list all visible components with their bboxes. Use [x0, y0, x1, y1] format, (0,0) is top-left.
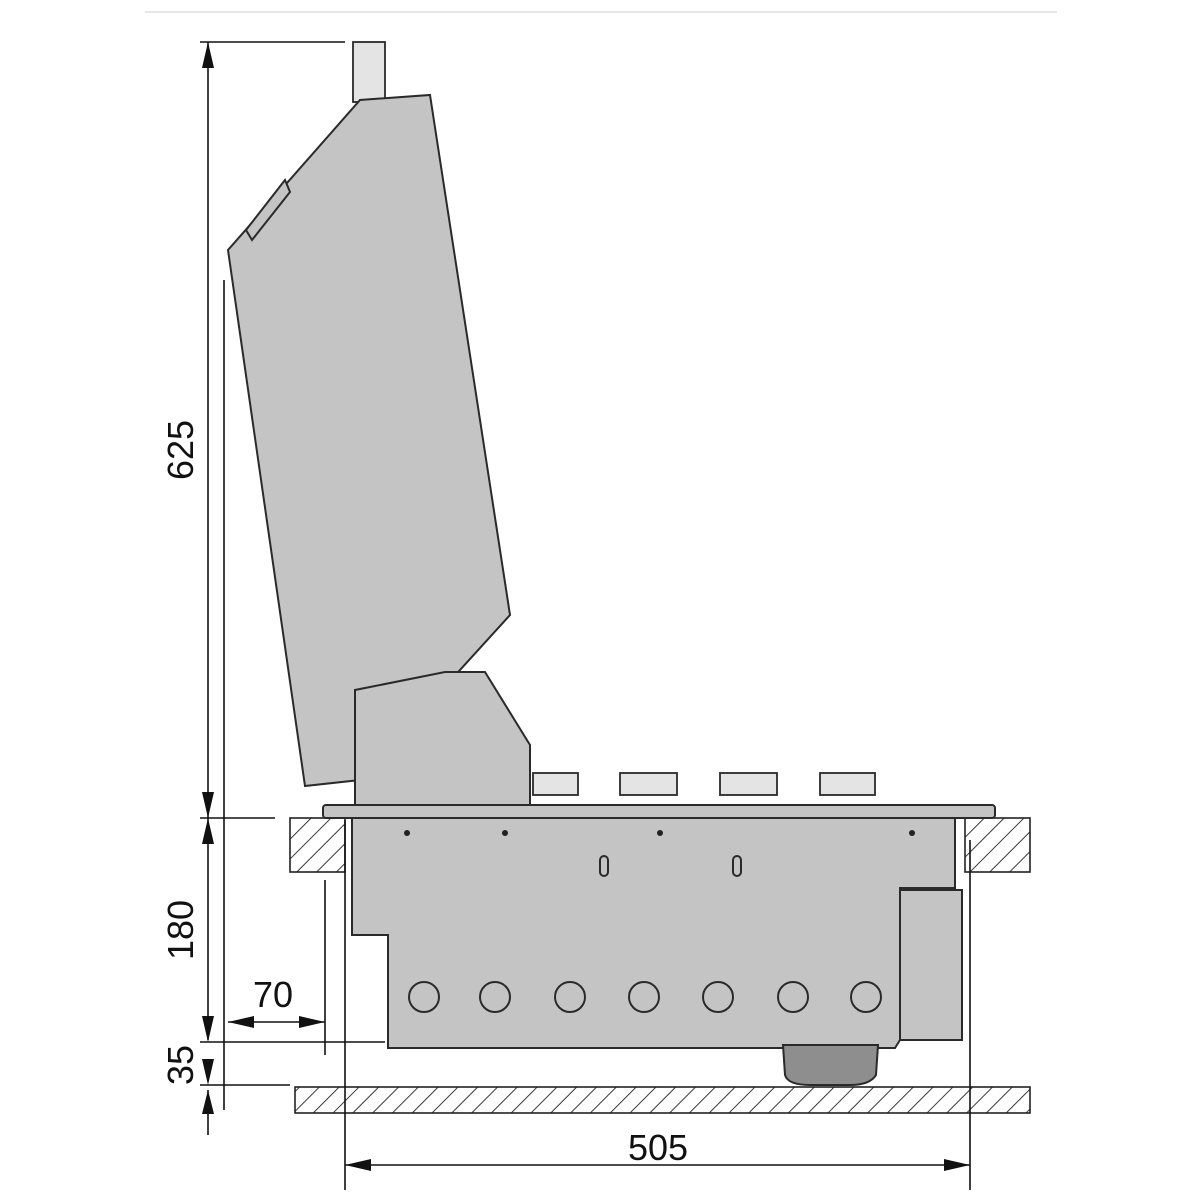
floor-section — [294, 1086, 1031, 1114]
drain-foot — [781, 1044, 880, 1086]
counter-section-left — [289, 817, 346, 873]
lid — [226, 93, 512, 788]
knob — [819, 772, 876, 796]
side-module — [899, 889, 963, 1041]
hinge-bracket — [354, 671, 531, 806]
top-plate — [322, 804, 996, 819]
lid-latch — [244, 178, 292, 242]
lid-handle — [352, 41, 386, 103]
knobs — [532, 772, 876, 796]
dim-505: 505 — [628, 1127, 688, 1168]
burner-box — [351, 817, 956, 1049]
dim-180: 180 — [160, 900, 201, 960]
dimension-lines — [200, 41, 971, 1190]
vent-holes — [408, 981, 882, 1013]
knob — [719, 772, 778, 796]
dim-35: 35 — [160, 1045, 201, 1085]
knob — [532, 772, 579, 796]
dim-70: 70 — [253, 974, 293, 1015]
dim-625: 625 — [160, 420, 201, 480]
screw-holes — [404, 830, 915, 836]
knob — [619, 772, 678, 796]
counter-section-right — [964, 817, 1031, 873]
